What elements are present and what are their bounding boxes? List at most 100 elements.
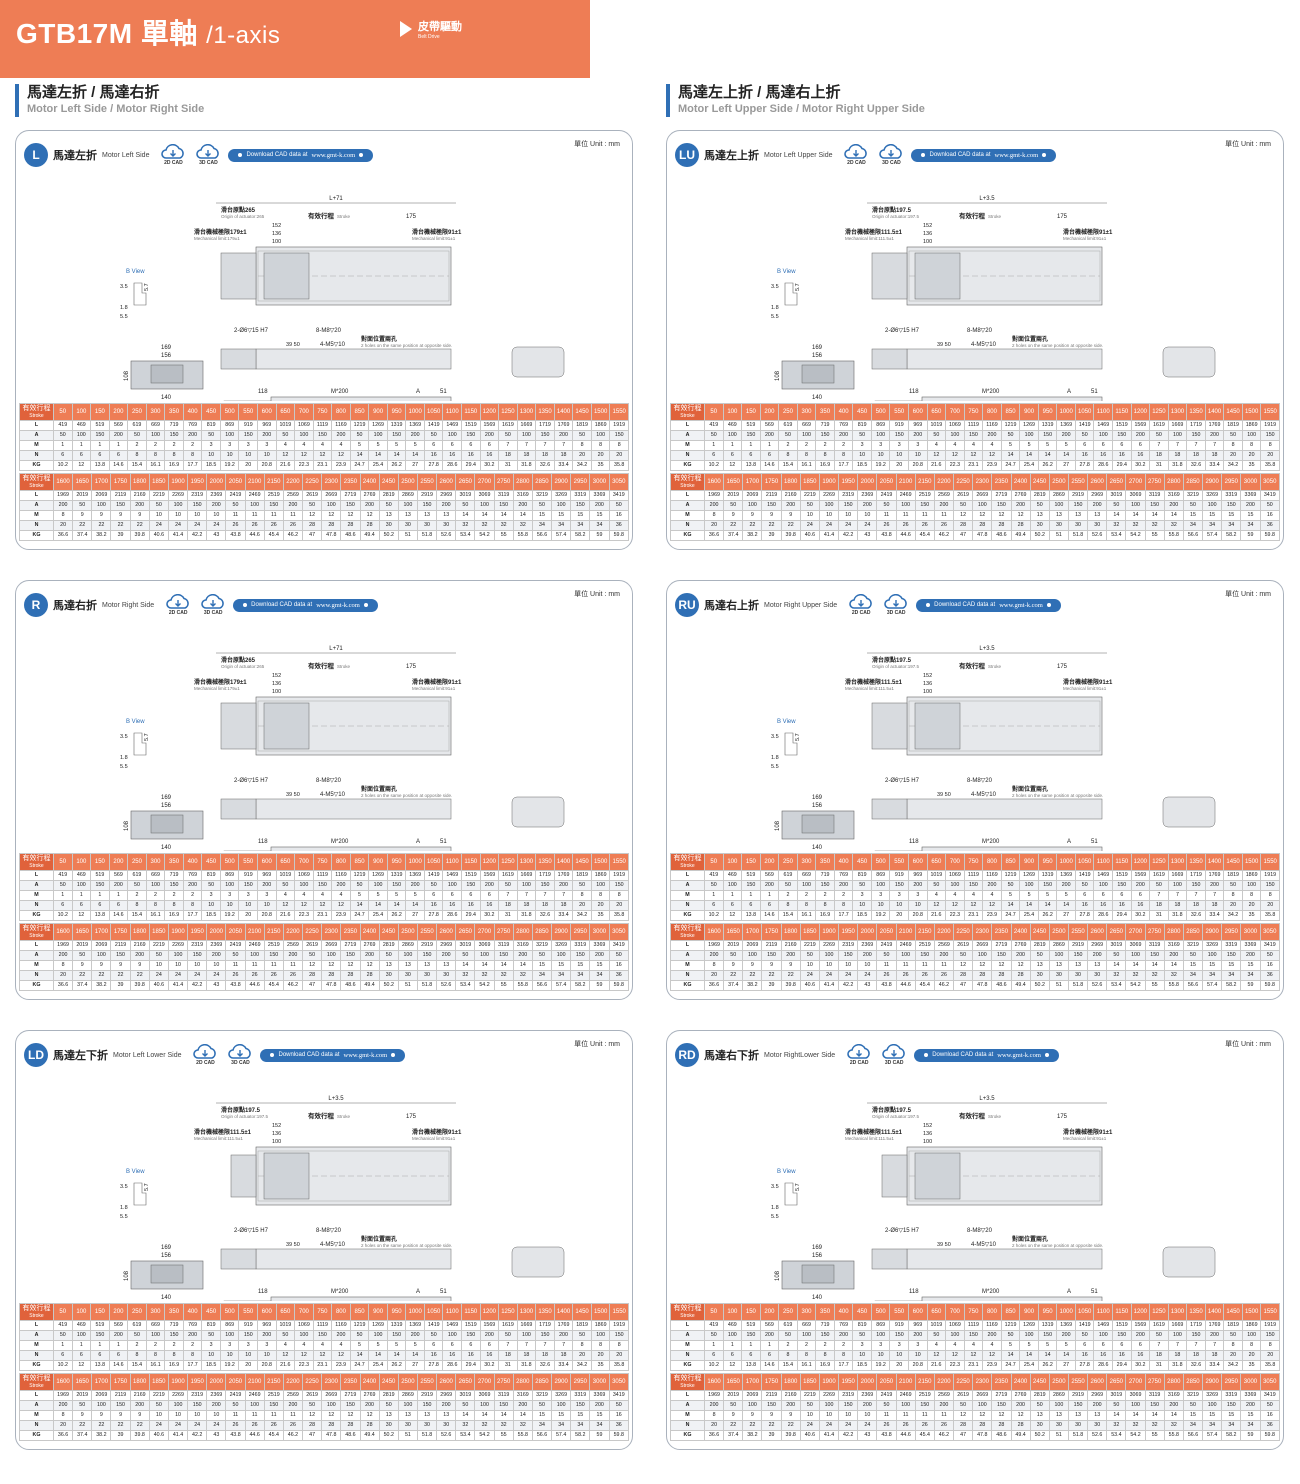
cad-2d-link[interactable]: 2D CAD: [163, 594, 193, 616]
table-cell: 9: [91, 1410, 112, 1421]
stroke-value: 2600: [436, 923, 457, 941]
table-cell: 969: [257, 1320, 277, 1331]
table-cell: 150: [535, 430, 555, 441]
download-cad-link[interactable]: Download CAD data at www.gmt-k.com: [228, 148, 374, 162]
cad-2d-link[interactable]: 2D CAD: [158, 144, 188, 166]
download-cad-link[interactable]: Download CAD data at www.gmt-k.com: [260, 1048, 406, 1062]
cad-3d-link[interactable]: 3D CAD: [193, 144, 223, 166]
table-cell: 519: [90, 420, 110, 431]
table-cell: 20.8: [908, 1360, 928, 1371]
table-cell: 7: [1204, 890, 1225, 901]
table-cell: 1119: [963, 870, 984, 881]
mech-limit-right: 滑台機械極限91±1: [1063, 1128, 1113, 1136]
panel-title-zh: 馬達左折: [53, 150, 97, 162]
table-cell: 6: [90, 1350, 110, 1361]
table-cell: 24: [799, 970, 820, 981]
stroke-value: 1500: [1241, 403, 1262, 421]
table-cell: 50: [148, 500, 169, 511]
table-cell: 7: [1167, 890, 1188, 901]
table-cell: 31: [498, 1360, 518, 1371]
unit-label: 單位 Unit : mm: [574, 591, 620, 598]
table-cell: 5: [1037, 890, 1058, 901]
table-cell: 1469: [1093, 1320, 1114, 1331]
table-cell: 24: [187, 520, 208, 531]
table-cell: 33.4: [1204, 460, 1225, 471]
table-cell: 28: [953, 970, 974, 981]
table-cell: 1: [741, 440, 761, 451]
table-cell: 15.4: [778, 460, 798, 471]
cad-3d-link[interactable]: 3D CAD: [198, 594, 228, 616]
table-cell: 1919: [609, 1320, 629, 1331]
table-cell: 30: [436, 520, 457, 531]
table-cell: 1719: [535, 420, 555, 431]
unit-label: 單位 Unit : mm: [1225, 141, 1271, 148]
table-cell: 14: [1125, 1410, 1146, 1421]
table-cell: 1819: [1223, 870, 1243, 881]
download-cad-link[interactable]: Download CAD data at www.gmt-k.com: [914, 1048, 1059, 1062]
stroke-value: 1150: [1112, 853, 1132, 871]
cad-2d-link[interactable]: 2D CAD: [846, 594, 876, 616]
table-cell: 100: [1048, 950, 1069, 961]
table-cell: 50: [148, 1400, 169, 1411]
table-cell: 8: [164, 900, 184, 911]
cad-3d-link[interactable]: 3D CAD: [876, 144, 906, 166]
cad-3d-link[interactable]: 3D CAD: [881, 594, 911, 616]
play-arrow-icon: [400, 21, 412, 37]
stroke-value: 2400: [1010, 923, 1031, 941]
table-cell: 10: [838, 510, 859, 521]
stroke-value: 900: [368, 853, 388, 871]
motor-block: [881, 1154, 908, 1198]
cad-2d-link[interactable]: 2D CAD: [844, 1044, 874, 1066]
table-cell: 55.8: [1163, 530, 1184, 541]
table-cell: 2019: [723, 940, 744, 951]
table-cell: 14: [386, 1350, 407, 1361]
cad-3d-link[interactable]: 3D CAD: [879, 1044, 909, 1066]
table-cell: 2: [145, 440, 166, 451]
table-cell: 25.4: [1019, 460, 1039, 471]
download-cad-link[interactable]: Download CAD data at www.gmt-k.com: [911, 148, 1057, 162]
table-cell: 34: [551, 1420, 572, 1431]
panel-header: L 馬達左折 Motor Left Side 2D CAD 3D CAD Dow…: [24, 143, 374, 167]
slider-block: [914, 252, 961, 300]
download-cad-link[interactable]: Download CAD data at www.gmt-k.com: [233, 598, 378, 612]
table-cell: 47.8: [972, 530, 993, 541]
download-cad-link[interactable]: Download CAD data at www.gmt-k.com: [916, 598, 1061, 612]
cad-2d-link[interactable]: 2D CAD: [190, 1044, 220, 1066]
dimension-label: 152: [923, 1123, 932, 1129]
cross-section-slider: [150, 364, 184, 384]
table-cell: 8: [145, 1350, 166, 1361]
stroke-value: 900: [1019, 403, 1039, 421]
table-cell: 50: [723, 950, 744, 961]
table-cell: 56.6: [531, 1430, 553, 1441]
table-cell: 15: [589, 510, 610, 521]
table-cell: 1519: [1112, 1320, 1132, 1331]
table-cell: 150: [1144, 500, 1165, 511]
table-cell: 18.5: [852, 910, 872, 921]
cad-2d-link[interactable]: 2D CAD: [841, 144, 871, 166]
table-cell: 9: [780, 1410, 801, 1421]
table-cell: 3069: [474, 490, 495, 501]
table-cell: 13: [436, 960, 457, 971]
table-cell: 3269: [1202, 940, 1223, 951]
cad-3d-link[interactable]: 3D CAD: [225, 1044, 255, 1066]
stroke-value: 300: [796, 853, 817, 871]
hole-spec-label: 8-M8▽20: [967, 1228, 993, 1234]
table-cell: 2519: [263, 1390, 284, 1401]
table-cell: 669: [796, 870, 817, 881]
table-cell: 150: [761, 950, 782, 961]
table-cell: 150: [1067, 950, 1089, 961]
holes-en-label: 2 holes on the same position at opposite…: [361, 793, 452, 798]
table-cell: 1069: [294, 1320, 314, 1331]
table-cell: 150: [914, 1400, 935, 1411]
table-cell: 30: [416, 1420, 438, 1431]
table-cell: 59: [589, 1430, 610, 1441]
row-label: L: [670, 1390, 705, 1401]
table-cell: 58.2: [570, 1430, 591, 1441]
end-view: [511, 796, 565, 828]
table-cell: 3: [238, 890, 259, 901]
table-cell: 1019: [926, 870, 947, 881]
